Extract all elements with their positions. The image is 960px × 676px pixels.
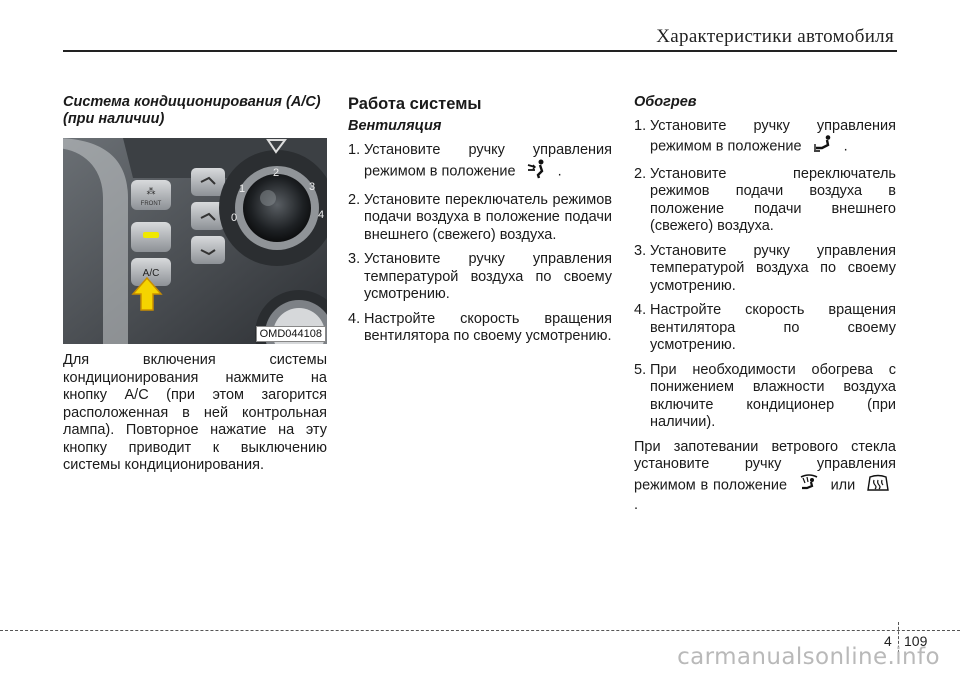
step-number: 3.	[634, 242, 647, 259]
step-text-end: .	[557, 163, 562, 180]
step-text: Установите переключатель режимов подачи …	[650, 165, 896, 235]
svg-text:0: 0	[231, 212, 237, 224]
column-heating: Обогрев 1. Установите ручку управления р…	[634, 94, 896, 515]
list-item: 4.Настройте скорость вращения вентилятор…	[634, 302, 896, 355]
step-text: Настройте скорость вращения вентилятора …	[364, 310, 612, 345]
list-item: 3.Установите ручку управления температур…	[348, 251, 612, 304]
svg-text:⁂: ⁂	[147, 186, 156, 196]
column-ac-intro: Система кондиционирования (A/C) (при нал…	[63, 94, 327, 475]
step-text: Настройте скорость вращения вентилятора …	[650, 302, 896, 353]
defog-text: При запотевании ветрового стекла установ…	[634, 438, 896, 494]
page-number: 109	[904, 633, 928, 649]
step-text: Установите ручку управления температурой…	[650, 242, 896, 294]
running-header-title: Характеристики автомобиля	[656, 26, 894, 47]
ac-panel-illustration: ⁂ FRONT A/C 0 1 2 3 4	[63, 138, 327, 344]
svg-text:A/C: A/C	[143, 268, 160, 279]
image-code-label: OMD044108	[255, 326, 326, 342]
svg-text:3: 3	[309, 181, 315, 193]
ventilation-steps: 1. Установите ручку управления режимом в…	[348, 142, 612, 346]
list-item: 5.При необходимости обогрева с понижение…	[634, 362, 896, 432]
footer-rule	[0, 630, 960, 631]
svg-text:1: 1	[239, 183, 245, 195]
list-item: 4.Настройте скорость вращения вентилятор…	[348, 311, 612, 346]
svg-text:4: 4	[318, 209, 324, 221]
floor-defrost-icon	[798, 473, 820, 498]
step-text: При необходимости обогрева с понижением …	[650, 361, 896, 431]
list-item: 2.Установите переключатель режимов подач…	[634, 166, 896, 236]
column-operation: Работа системы Вентиляция 1. Установите …	[348, 94, 612, 353]
section-title-ac: Система кондиционирования (A/C) (при нал…	[63, 94, 321, 127]
defog-paragraph: При запотевании ветрового стекла установ…	[634, 439, 896, 515]
ac-paragraph: Для включения системы кондиционирования …	[63, 352, 327, 473]
windshield-defrost-icon	[866, 474, 890, 498]
section-title-operation: Работа системы	[348, 95, 482, 113]
subsection-title-heating: Обогрев	[634, 94, 697, 110]
step-number: 4.	[348, 310, 361, 327]
list-item: 3.Установите ручку управления температур…	[634, 243, 896, 296]
step-number: 1.	[634, 117, 647, 134]
list-item: 1. Установите ручку управления режимом в…	[634, 118, 896, 159]
ac-control-panel-photo: ⁂ FRONT A/C 0 1 2 3 4	[63, 138, 327, 344]
floor-vent-icon	[812, 135, 834, 159]
step-number: 2.	[348, 191, 361, 208]
step-number: 3.	[348, 251, 361, 267]
step-text: Установите переключатель режимов подачи …	[364, 191, 612, 243]
step-text: Установите ручку управления режимом в по…	[364, 141, 612, 180]
list-item: 1. Установите ручку управления режимом в…	[348, 142, 612, 185]
chapter-number: 4	[884, 633, 892, 649]
svg-text:2: 2	[273, 167, 279, 179]
watermark: carmanualsonline.info	[677, 644, 940, 670]
step-number: 2.	[634, 165, 647, 182]
svg-text:FRONT: FRONT	[141, 201, 162, 207]
subsection-title-ventilation: Вентиляция	[348, 118, 442, 134]
header-rule	[63, 50, 897, 52]
defog-end: .	[634, 497, 639, 513]
step-text: Установите ручку управления температурой…	[364, 251, 612, 302]
list-item: 2.Установите переключатель режимов подач…	[348, 192, 612, 245]
step-number: 1.	[348, 141, 361, 158]
step-text-end: .	[843, 138, 848, 155]
step-number: 5.	[634, 361, 647, 378]
heating-steps: 1. Установите ручку управления режимом в…	[634, 118, 896, 432]
face-vent-icon	[526, 159, 548, 185]
step-number: 4.	[634, 302, 647, 318]
step-text: Установите ручку управления режимом в по…	[650, 117, 896, 155]
page-separator	[898, 622, 899, 658]
defog-or: или	[830, 477, 856, 494]
